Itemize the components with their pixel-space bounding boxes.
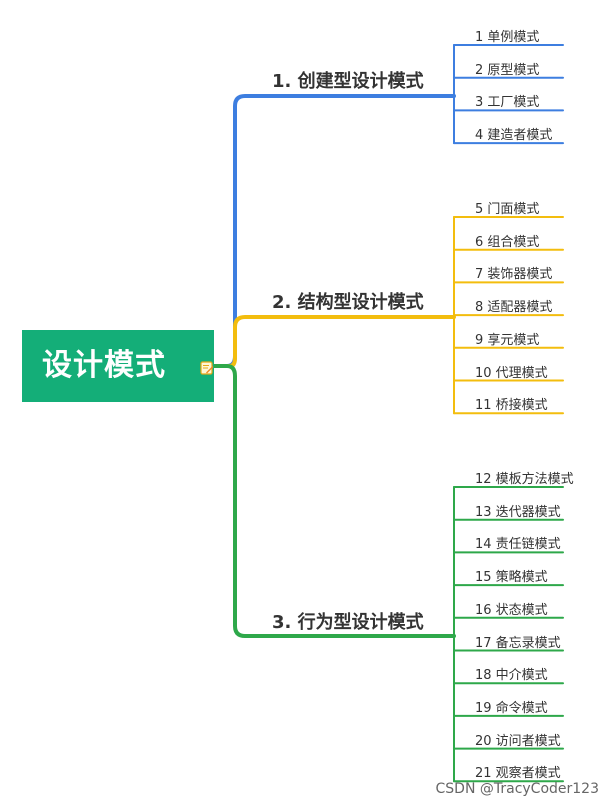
leaf-node-structural[interactable]: 7 装饰器模式 (475, 267, 553, 283)
leaf-node-structural[interactable]: 11 桥接模式 (475, 398, 548, 414)
root-node[interactable]: 设计模式 (22, 330, 214, 402)
root-label: 设计模式 (42, 348, 166, 383)
connector-structural (212, 315, 456, 368)
leaf-node-behavioral[interactable]: 12 模板方法模式 (475, 472, 574, 487)
leaf-node-creational[interactable]: 3 工厂模式 (475, 95, 540, 111)
leaf-node-behavioral[interactable]: 21 观察者模式 (475, 766, 561, 782)
leaf-node-behavioral[interactable]: 16 状态模式 (475, 602, 548, 618)
leaf-node-structural[interactable]: 5 门面模式 (475, 202, 540, 217)
connector-behavioral (212, 364, 456, 638)
note-edit-icon[interactable] (200, 360, 214, 375)
leaf-node-creational[interactable]: 2 原型模式 (475, 62, 540, 78)
leaf-node-behavioral[interactable]: 20 访问者模式 (475, 733, 561, 749)
connector-creational (212, 94, 456, 368)
leaf-node-behavioral[interactable]: 14 责任链模式 (475, 537, 561, 553)
leaf-node-structural[interactable]: 6 组合模式 (475, 234, 540, 250)
leaf-node-structural[interactable]: 10 代理模式 (475, 365, 548, 381)
leaf-node-behavioral[interactable]: 13 迭代器模式 (475, 504, 561, 520)
leaf-node-behavioral[interactable]: 15 策略模式 (475, 570, 548, 586)
leaf-node-behavioral[interactable]: 19 命令模式 (475, 700, 548, 716)
leaf-node-structural[interactable]: 9 享元模式 (475, 332, 540, 348)
branch-label-behavioral[interactable]: 3. 行为型设计模式 (272, 612, 424, 633)
branch-label-structural[interactable]: 2. 结构型设计模式 (272, 292, 424, 313)
leaf-node-creational[interactable]: 4 建造者模式 (475, 128, 553, 144)
branch-label-creational[interactable]: 1. 创建型设计模式 (272, 71, 424, 92)
leaf-node-structural[interactable]: 8 适配器模式 (475, 300, 553, 316)
leaf-node-behavioral[interactable]: 18 中介模式 (475, 668, 548, 684)
watermark: CSDN @TracyCoder123 (435, 781, 600, 797)
leaf-node-creational[interactable]: 1 单例模式 (475, 30, 540, 45)
leaf-node-behavioral[interactable]: 17 备忘录模式 (475, 635, 561, 651)
